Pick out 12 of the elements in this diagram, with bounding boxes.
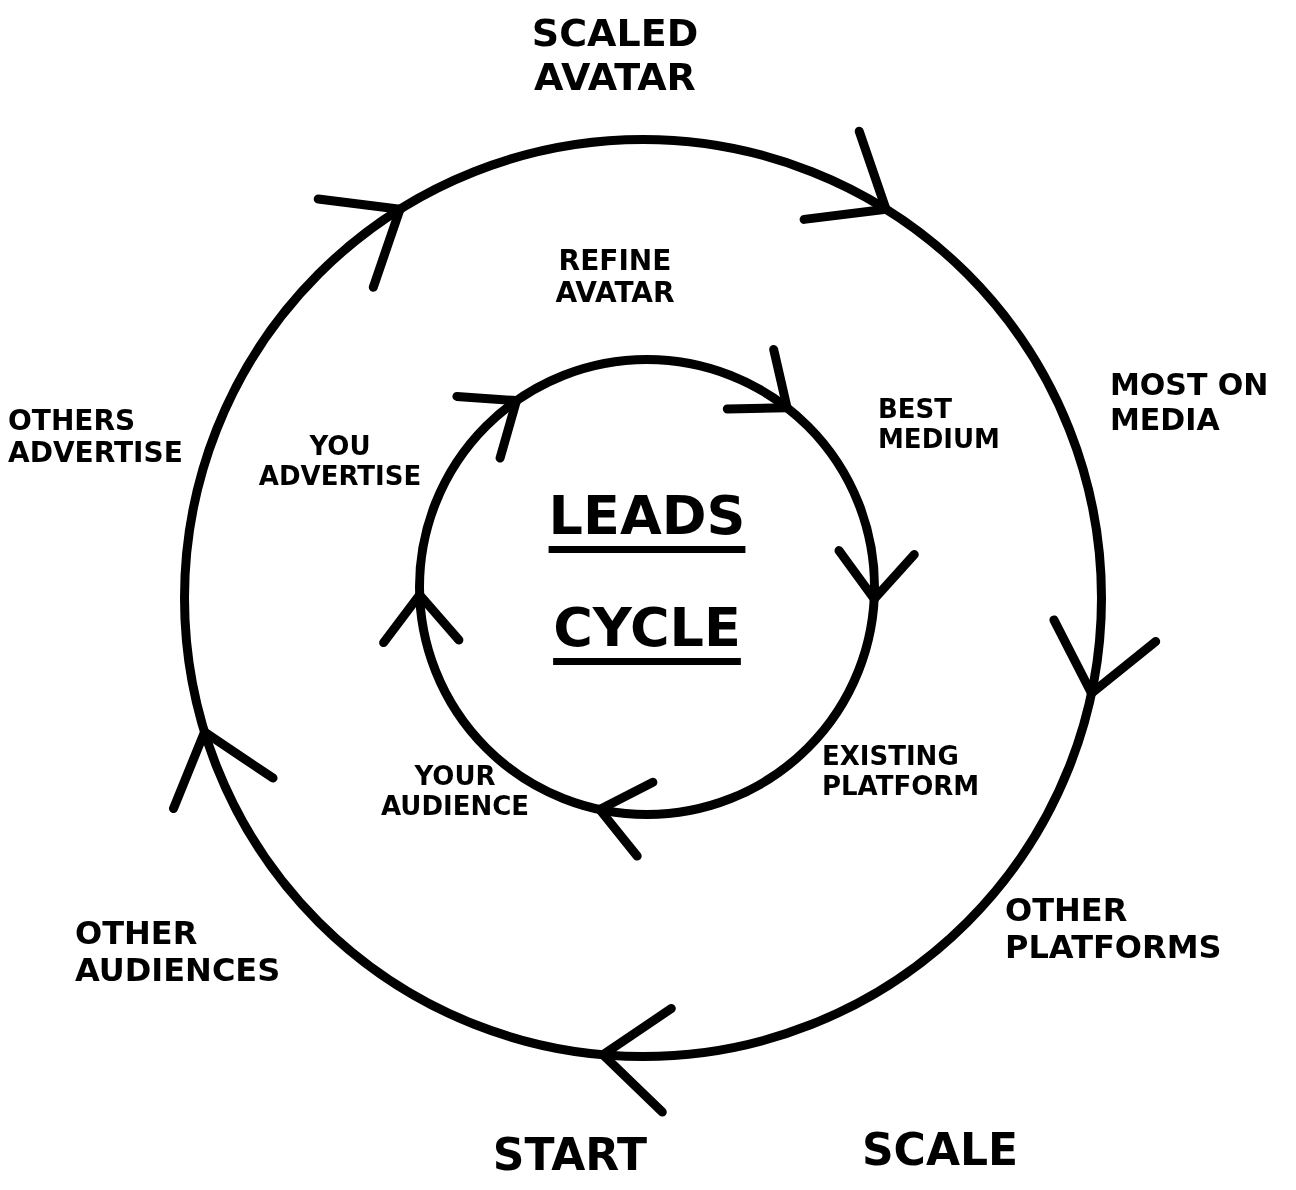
stage-label: START xyxy=(491,1130,649,1181)
stage-label: OTHERS ADVERTISE xyxy=(8,405,184,470)
stage-label: OTHER PLATFORMS xyxy=(1005,892,1223,966)
stage-label: EXISTING PLATFORM xyxy=(822,742,981,802)
stage-label: YOUR AUDIENCE xyxy=(379,762,531,822)
stage-label: YOU ADVERTISE xyxy=(257,432,423,492)
stage-label: SCALED AVATAR xyxy=(530,12,700,100)
stage-label: REFINE AVATAR xyxy=(554,245,676,310)
stage-label: OTHER AUDIENCES xyxy=(75,915,282,989)
stage-label: SCALE xyxy=(860,1125,1020,1176)
stage-label: MOST ON MEDIA xyxy=(1110,368,1270,437)
stage-label: BEST MEDIUM xyxy=(878,395,1001,455)
